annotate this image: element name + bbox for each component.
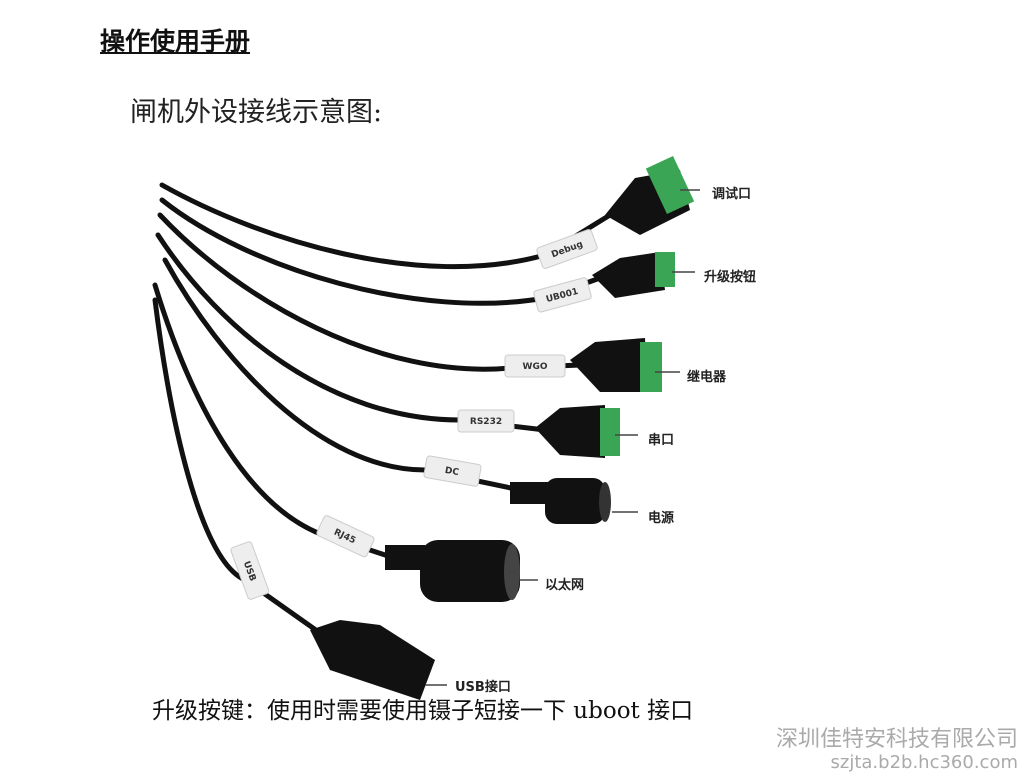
connector-rj45 — [385, 540, 520, 602]
connector-uboot — [592, 252, 675, 298]
cable-tag: WGO — [523, 362, 548, 372]
section-title: 闸机外设接线示意图: — [130, 97, 383, 128]
label-upgrade-button: 升级按钮 — [704, 270, 757, 285]
cable-wgo — [157, 212, 583, 372]
label-ethernet: 以太网 — [545, 578, 585, 593]
connector-dc — [510, 478, 611, 524]
connector-usb — [310, 620, 435, 700]
cable-debug — [159, 182, 613, 270]
label-debug: 调试口 — [712, 187, 752, 202]
cable-rs232 — [155, 232, 548, 433]
label-power: 电源 — [648, 511, 675, 526]
upgrade-note: 升级按键：使用时需要使用镊子短接一下 uboot 接口 — [152, 698, 694, 724]
connector-wgo — [570, 338, 662, 392]
label-usb: USB接口 — [455, 680, 511, 695]
connector-rs232 — [535, 405, 620, 458]
page-header: 操作使用手册 — [100, 27, 251, 56]
cable-tag: DC — [444, 466, 460, 478]
cable-usb — [152, 297, 333, 643]
label-relay: 继电器 — [687, 370, 727, 385]
watermark-company: 深圳佳特安科技有限公司 — [775, 727, 1018, 752]
cable-tag: RS232 — [470, 417, 502, 427]
cable-uboot — [159, 197, 603, 306]
cable-dc — [162, 257, 533, 495]
watermark-site: szjta.b2b.hc360.com — [830, 752, 1019, 773]
connector-debug — [605, 156, 695, 235]
cable-rj45 — [152, 282, 403, 563]
label-serial: 串口 — [648, 433, 675, 448]
